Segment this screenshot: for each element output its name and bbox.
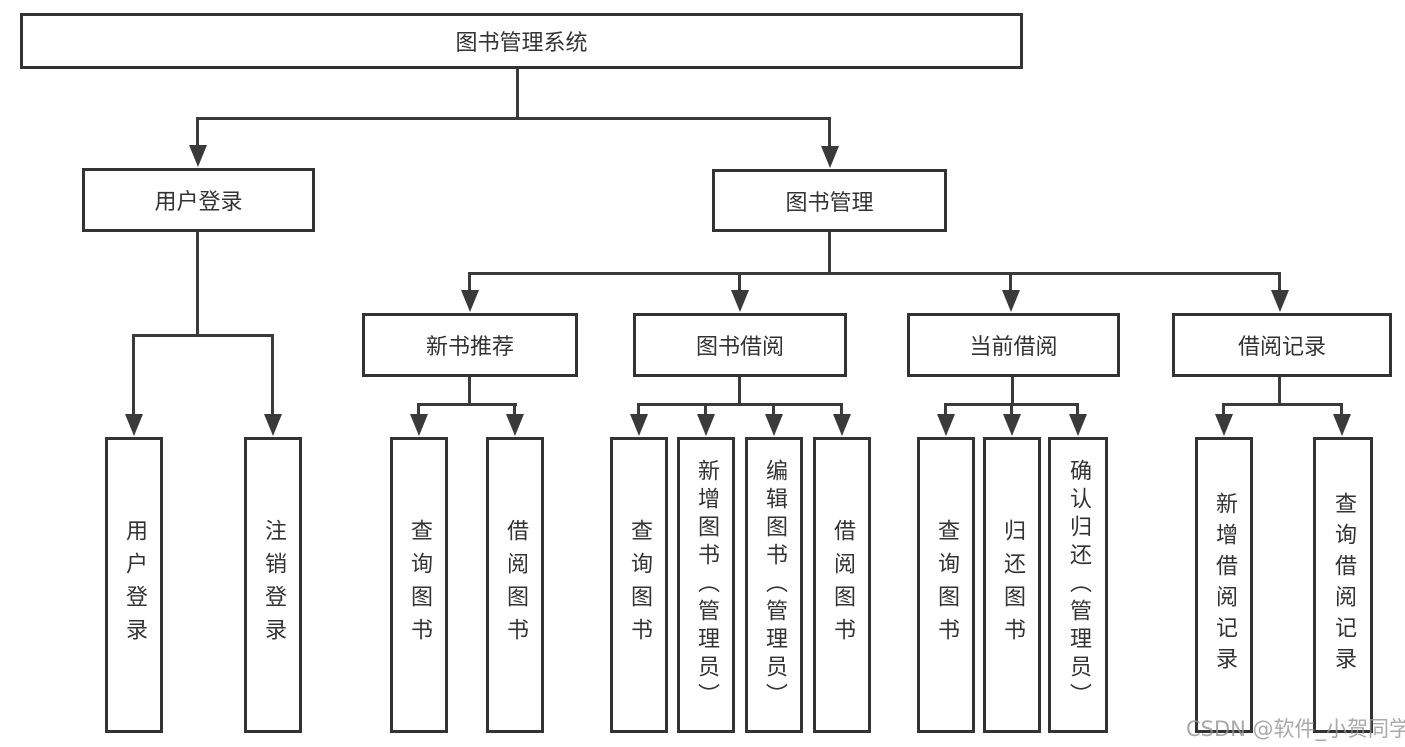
leaf-logout-label: 注销登录 [261,519,286,651]
node-user-login: 用户登录 [82,168,315,232]
connector-line [840,403,843,418]
connector-line [197,117,831,120]
node-new-book-recommend: 新书推荐 [362,313,578,377]
arrow-down-icon [1003,414,1021,436]
leaf-add-book-admin-label: 新增图书（管理员） [694,459,719,711]
connector-line [1278,272,1281,294]
connector-line [1011,377,1014,405]
connector-line [196,117,199,149]
connector-line [1278,377,1281,405]
arrow-down-icon [1333,414,1351,436]
node-new-book-recommend-label: 新书推荐 [425,335,514,360]
arrow-down-icon [821,146,839,168]
connector-line [1010,403,1013,418]
connector-line [468,272,471,294]
connector-line [196,232,199,336]
leaf-query-books-2-label: 查询图书 [627,519,652,651]
connector-line [468,272,1281,275]
arrow-down-icon [189,145,207,167]
leaf-query-books-2: 查询图书 [610,437,668,733]
connector-line [1076,403,1079,418]
leaf-confirm-return-admin: 确认归还（管理员） [1048,437,1108,733]
arrow-down-icon [697,414,715,436]
node-book-management-label: 图书管理 [785,190,874,216]
arrow-down-icon [506,414,524,436]
leaf-add-borrow-record-label: 新增借阅记录 [1212,492,1237,678]
arrow-down-icon [1271,290,1289,312]
leaf-query-books-1: 查询图书 [390,437,448,733]
connector-line [637,403,640,418]
connector-line [468,377,471,405]
connector-line [1222,403,1225,418]
arrow-down-icon [937,414,955,436]
leaf-edit-book-admin: 编辑图书（管理员） [745,437,803,733]
leaf-query-books-3-label: 查询图书 [934,519,959,651]
node-current-borrowing-label: 当前借阅 [969,335,1058,360]
arrow-down-icon [264,414,282,436]
connector-line [516,69,519,119]
arrow-down-icon [1002,290,1020,312]
leaf-add-book-admin: 新增图书（管理员） [677,437,735,733]
node-book-management: 图书管理 [712,169,947,232]
leaf-borrow-book-2-label: 借阅图书 [830,519,855,651]
connector-line [772,403,775,418]
connector-line [417,403,517,406]
connector-line [637,403,843,406]
arrow-down-icon [1215,414,1233,436]
connector-line [944,403,947,418]
connector-line [738,377,741,405]
arrow-down-icon [1069,414,1087,436]
node-root-label: 图书管理系统 [455,31,588,56]
node-current-borrowing: 当前借阅 [907,313,1120,377]
arrow-down-icon [765,414,783,436]
leaf-return-book-label: 归还图书 [1000,519,1025,651]
leaf-borrow-book-1: 借阅图书 [486,437,544,733]
leaf-add-borrow-record: 新增借阅记录 [1195,437,1253,733]
node-root: 图书管理系统 [20,13,1023,69]
arrow-down-icon [125,414,143,436]
leaf-query-books-3: 查询图书 [917,437,975,733]
leaf-borrow-book-2: 借阅图书 [813,437,871,733]
connector-line [417,403,420,418]
connector-line [1222,403,1343,406]
connector-line [513,403,516,418]
node-user-login-label: 用户登录 [154,190,243,215]
leaf-borrow-book-1-label: 借阅图书 [503,519,528,651]
node-book-borrowing-label: 图书借阅 [695,335,784,360]
connector-line [132,334,274,337]
connector-line [738,272,741,294]
node-book-borrowing: 图书借阅 [633,313,847,377]
connector-line [132,334,135,418]
connector-line [828,232,831,274]
leaf-user-login: 用户登录 [105,437,163,733]
connector-line [704,403,707,418]
node-borrow-records-label: 借阅记录 [1237,335,1326,360]
arrow-down-icon [630,414,648,436]
leaf-confirm-return-admin-label: 确认归还（管理员） [1066,459,1091,711]
leaf-logout: 注销登录 [244,437,302,733]
connector-line [1340,403,1343,418]
connector-line [271,334,274,418]
connector-line [828,117,831,150]
leaf-query-borrow-record-label: 查询借阅记录 [1331,492,1356,678]
arrow-down-icon [731,290,749,312]
leaf-query-books-1-label: 查询图书 [407,519,432,651]
leaf-user-login-label: 用户登录 [122,519,147,651]
arrow-down-icon [410,414,428,436]
connector-line [1009,272,1012,294]
node-borrow-records: 借阅记录 [1172,313,1392,377]
csdn-watermark: CSDN @软件_小贺同学 [1186,717,1405,741]
arrow-down-icon [461,290,479,312]
leaf-edit-book-admin-label: 编辑图书（管理员） [762,459,787,711]
leaf-return-book: 归还图书 [983,437,1041,733]
arrow-down-icon [833,414,851,436]
leaf-query-borrow-record: 查询借阅记录 [1313,437,1373,733]
